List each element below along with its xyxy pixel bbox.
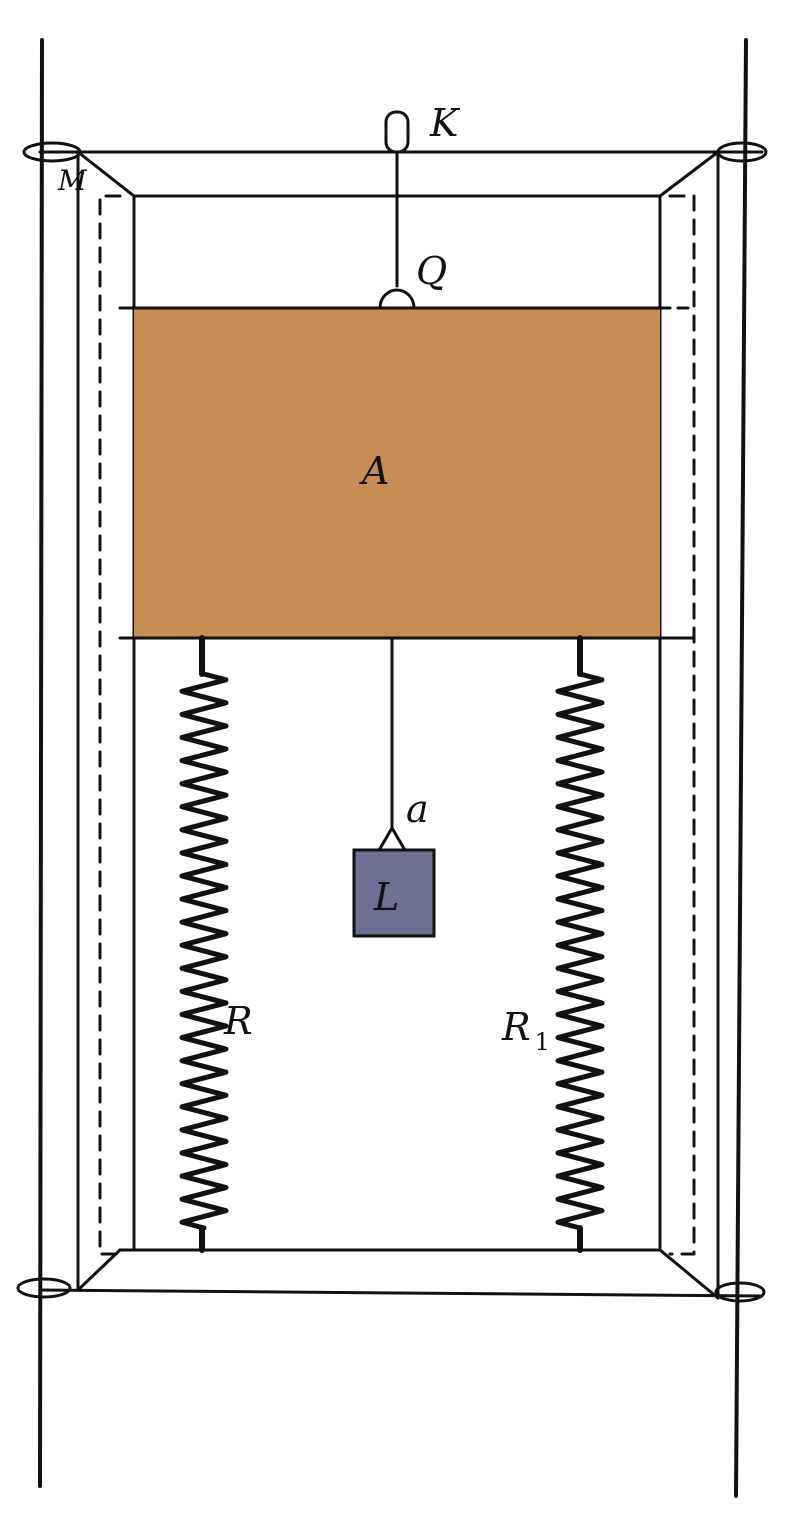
hook-Q: [378, 288, 416, 310]
dashed-side-guides: [98, 194, 696, 1256]
label-a: a: [406, 787, 429, 831]
label-M: M: [57, 164, 88, 197]
weight-hook: [376, 826, 408, 854]
label-Q: Q: [416, 249, 447, 293]
hanger-knob: [384, 110, 410, 154]
label-R1: R 1: [501, 1005, 550, 1056]
weight-L: [352, 848, 436, 938]
left-rail: [38, 38, 44, 1488]
spring-R: [179, 635, 229, 1253]
label-K: K: [429, 101, 461, 145]
label-A: A: [359, 449, 389, 493]
spring-R1: [555, 635, 605, 1253]
right-rail: [734, 38, 748, 1498]
rail-rings: [16, 141, 768, 1303]
block-A: [134, 308, 660, 638]
label-R: R: [223, 999, 253, 1043]
label-L: L: [373, 875, 399, 919]
